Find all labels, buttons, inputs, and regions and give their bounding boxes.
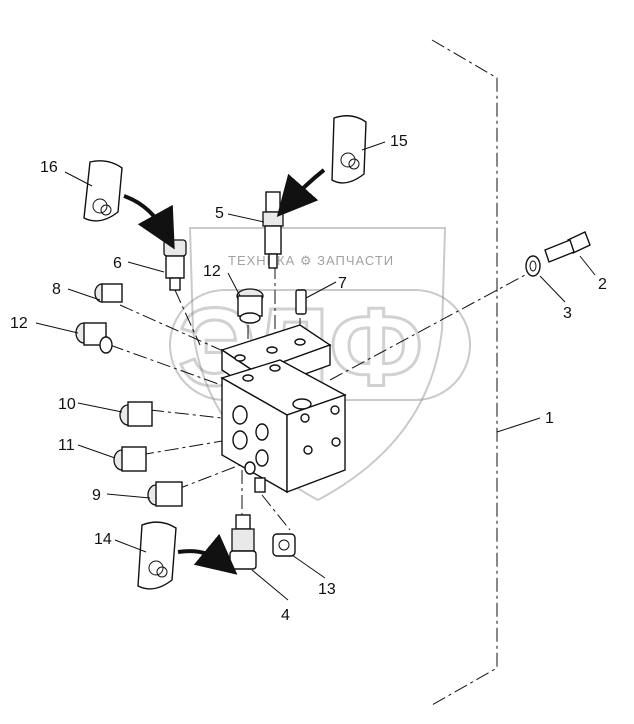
callout-10: 10 [58,396,76,413]
part-fitting-8 [94,283,123,303]
part-cap-screw [272,533,296,557]
callout-2: 2 [598,276,607,293]
arrow-15-to-5-icon [276,168,326,217]
part-fitting-11 [113,446,147,472]
callout-8: 8 [52,281,61,298]
part-fitting-12-upper [236,288,264,324]
callout-12-left: 12 [10,315,28,332]
callout-1: 1 [545,410,554,427]
callout-5: 5 [215,205,224,222]
callout-9: 9 [92,487,101,504]
part-plug-7 [295,289,307,315]
callout-13: 13 [318,581,336,598]
watermark-shield-icon [188,227,447,502]
callout-4: 4 [281,607,290,624]
callout-12-upper: 12 [203,263,221,280]
part-fitting-10 [119,401,153,427]
callout-7: 7 [338,275,347,292]
leader-lines [35,141,596,601]
tag-16-icon [83,160,123,222]
leader-1 [496,417,541,433]
callout-11: 11 [58,437,75,454]
part-sensor [163,239,187,291]
part-bolt [544,231,591,263]
callout-16: 16 [40,159,58,176]
part-cartridge [262,191,284,269]
arrow-16-to-6-icon [123,194,175,250]
callout-14: 14 [94,531,112,548]
watermark-brand-text: ТЕХНИКА ⚙ ЗАПЧАСТИ [228,253,394,268]
tag-14-icon [137,521,177,590]
assembly-boundary [431,39,498,706]
part-washer [525,255,541,277]
callout-3: 3 [563,305,572,322]
part-cartridge-lower [229,514,257,570]
tag-15-icon [331,115,367,184]
part-fitting-9 [147,481,183,507]
valve-block [220,324,347,494]
arrow-14-to-4-icon [177,533,238,575]
callout-6: 6 [113,255,122,272]
part-fitting-12-left [75,322,113,354]
callout-15: 15 [390,133,408,150]
